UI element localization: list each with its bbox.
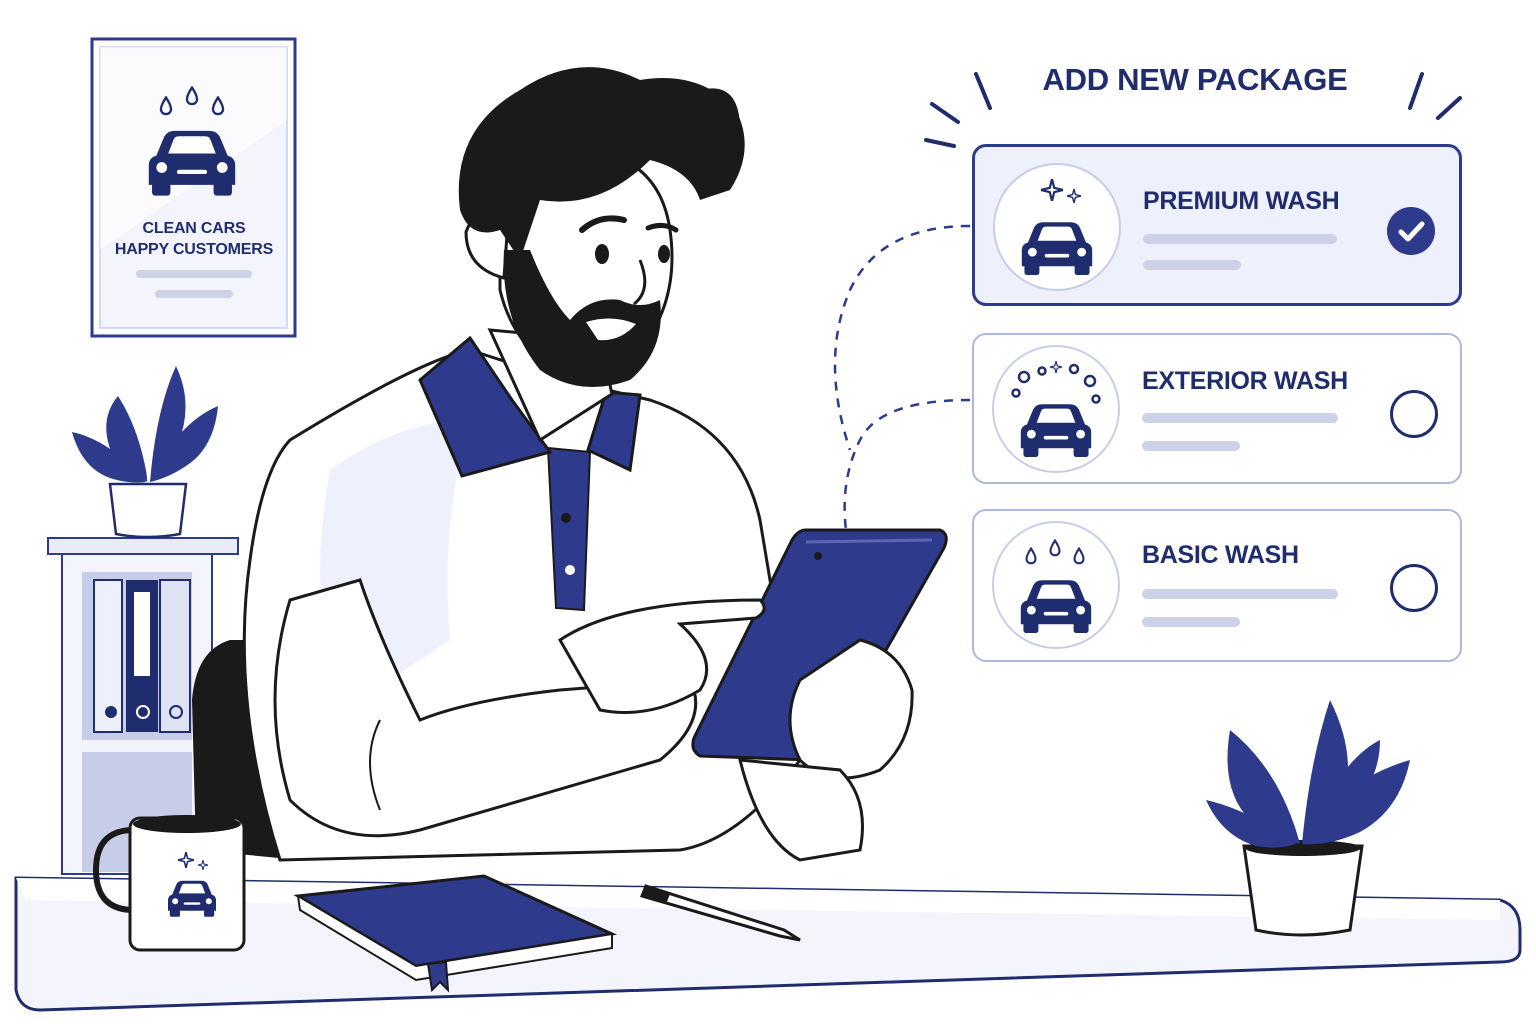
package-card-exterior[interactable]: EXTERIOR WASH [972,333,1462,484]
package-card-basic[interactable]: BASIC WASH [972,509,1462,662]
package-title: PREMIUM WASH [1143,187,1340,215]
description-placeholder [1143,234,1337,244]
package-title: EXTERIOR WASH [1142,367,1348,395]
radio-button[interactable] [1390,390,1438,438]
pen [639,884,801,942]
description-placeholder [1142,617,1240,627]
description-placeholder [1142,589,1338,599]
bubbles-car-icon [992,345,1120,473]
coffee-mug [92,815,246,952]
notebook [293,874,618,993]
dashed-connector-top [833,224,971,451]
package-card-premium[interactable]: PREMIUM WASH [972,144,1462,306]
description-placeholder [1143,260,1241,270]
wall-poster [90,37,297,338]
dashed-connector-bottom [843,398,971,531]
holding-hand [788,638,914,780]
man [242,67,802,862]
package-title: BASIC WASH [1142,541,1299,569]
sparkle-car-icon [993,163,1121,291]
poster-line-2: HAPPY CUSTOMERS [114,241,274,258]
selected-check-icon[interactable] [1387,207,1435,255]
heading-accent-strokes [924,72,1462,148]
desk-plant [1206,700,1410,937]
poster-line-1: CLEAN CARS [142,220,246,237]
water-drops-car-icon [992,521,1120,649]
description-placeholder [1142,441,1240,451]
add-package-heading: ADD NEW PACKAGE [1042,62,1348,97]
pointing-hand [558,598,766,714]
description-placeholder [1142,413,1338,423]
shelf-plant [72,366,218,539]
radio-button[interactable] [1390,564,1438,612]
